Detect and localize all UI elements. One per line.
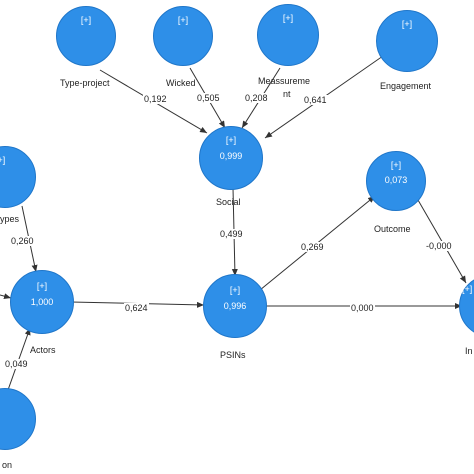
- node-social-value: 0,999: [219, 151, 243, 161]
- node-psins[interactable]: [+] 0,996: [203, 274, 267, 338]
- expand-icon[interactable]: [+]: [80, 15, 92, 25]
- weight-type-project-social: 0,192: [143, 94, 168, 104]
- node-outcome[interactable]: [+] 0,073: [366, 151, 426, 211]
- node-wicked[interactable]: [+]: [153, 6, 213, 66]
- expand-icon[interactable]: [+]: [462, 284, 473, 294]
- expand-icon[interactable]: [+]: [0, 155, 6, 165]
- edge-left-actors: [0, 293, 12, 300]
- node-engagement-label: Engagement: [380, 81, 432, 91]
- node-outcome-label: Outcome: [374, 224, 411, 234]
- node-social-label: Social: [216, 197, 241, 207]
- weight-psins-right: 0,000: [350, 303, 375, 313]
- node-measurement-label-line2: nt: [283, 89, 291, 99]
- node-measurement[interactable]: [+]: [257, 4, 319, 66]
- weight-measurement-social: 0,208: [244, 93, 269, 103]
- weight-engagement-social: 0,641: [303, 95, 328, 105]
- weight-actors-psins: 0,624: [124, 303, 149, 313]
- node-wicked-label: Wicked: [166, 78, 196, 88]
- expand-icon[interactable]: [+]: [36, 281, 48, 291]
- node-actors-value: 1,000: [30, 297, 54, 307]
- node-bottom-left-label: on: [2, 460, 13, 470]
- weight-outcome-right: -0,000: [425, 241, 453, 251]
- node-right-partial-label: In: [465, 346, 473, 356]
- weight-psins-outcome: 0,269: [300, 242, 325, 252]
- expand-icon[interactable]: [+]: [229, 285, 241, 295]
- node-types-label: ypes: [0, 214, 20, 224]
- node-actors-label: Actors: [30, 345, 56, 355]
- expand-icon[interactable]: [+]: [177, 15, 189, 25]
- expand-icon[interactable]: [+]: [401, 19, 413, 29]
- weight-wicked-social: 0,505: [196, 93, 221, 103]
- weight-types-actors: 0,260: [10, 236, 35, 246]
- weight-bottom-actors: 0,049: [4, 359, 29, 369]
- node-engagement[interactable]: [+]: [376, 10, 438, 72]
- node-type-project-label: Type-project: [60, 78, 110, 88]
- node-actors[interactable]: [+] 1,000: [10, 270, 74, 334]
- node-type-project[interactable]: [+]: [56, 6, 116, 66]
- node-measurement-label-line1: Meassureme: [258, 76, 311, 86]
- weight-social-psins: 0,499: [219, 229, 244, 239]
- node-social[interactable]: [+] 0,999: [199, 126, 263, 190]
- node-psins-label: PSINs: [220, 350, 246, 360]
- node-psins-value: 0,996: [223, 301, 247, 311]
- node-outcome-value: 0,073: [384, 175, 408, 185]
- expand-icon[interactable]: [+]: [225, 135, 237, 145]
- expand-icon[interactable]: [+]: [390, 160, 402, 170]
- expand-icon[interactable]: [+]: [282, 13, 294, 23]
